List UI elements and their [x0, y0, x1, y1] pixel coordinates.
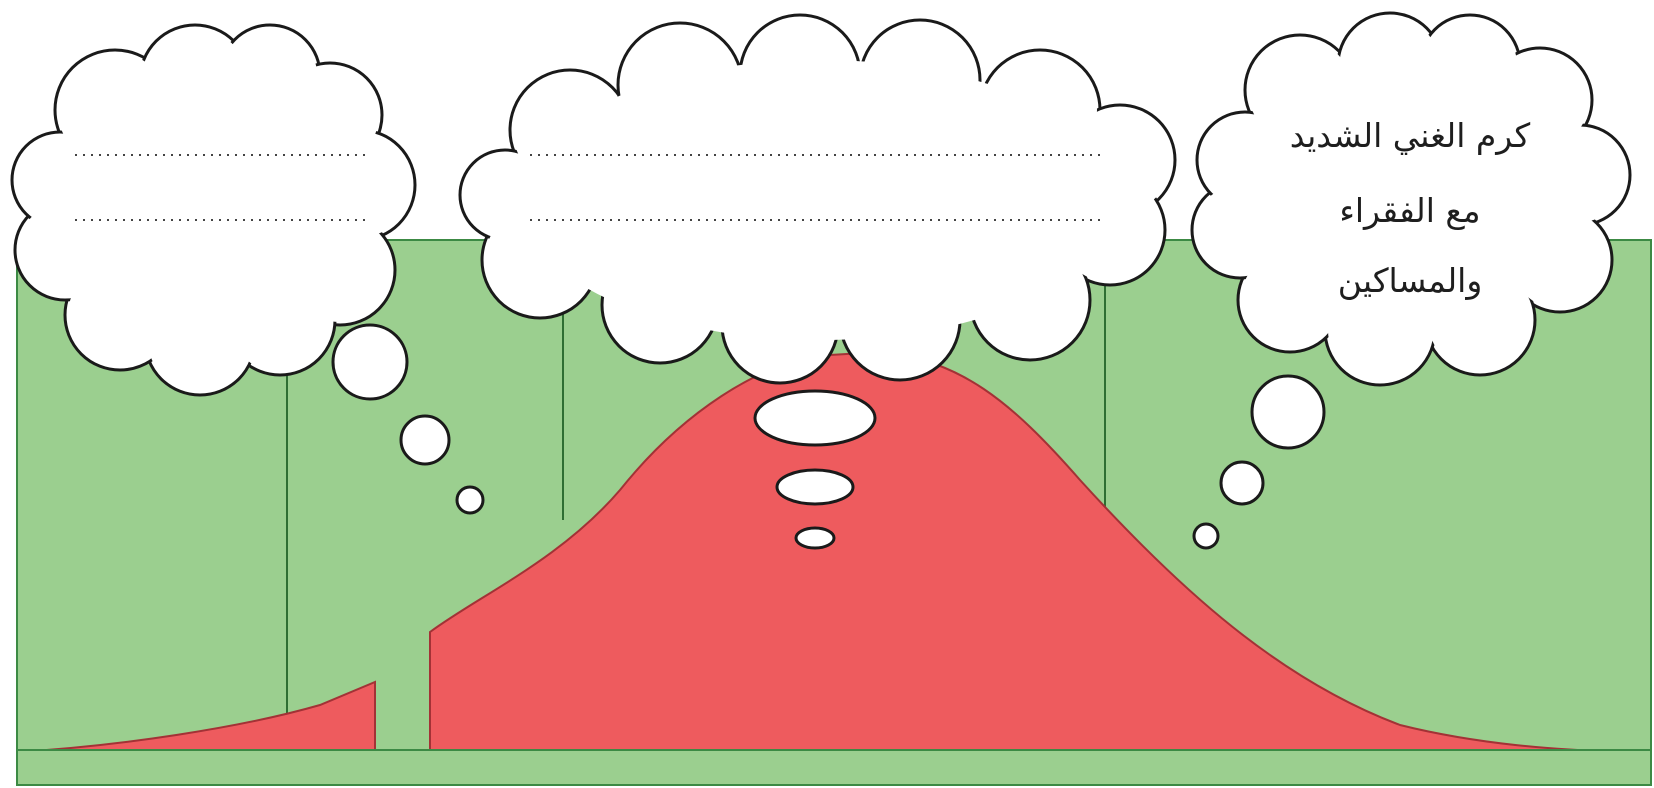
baseline-strip [17, 750, 1651, 785]
right-cloud-text-2: مع الفقراء [1339, 191, 1480, 230]
right-cloud-text-3: والمساكين [1338, 261, 1483, 300]
right-cloud-text-1: كرم الغني الشديد [1290, 116, 1531, 155]
